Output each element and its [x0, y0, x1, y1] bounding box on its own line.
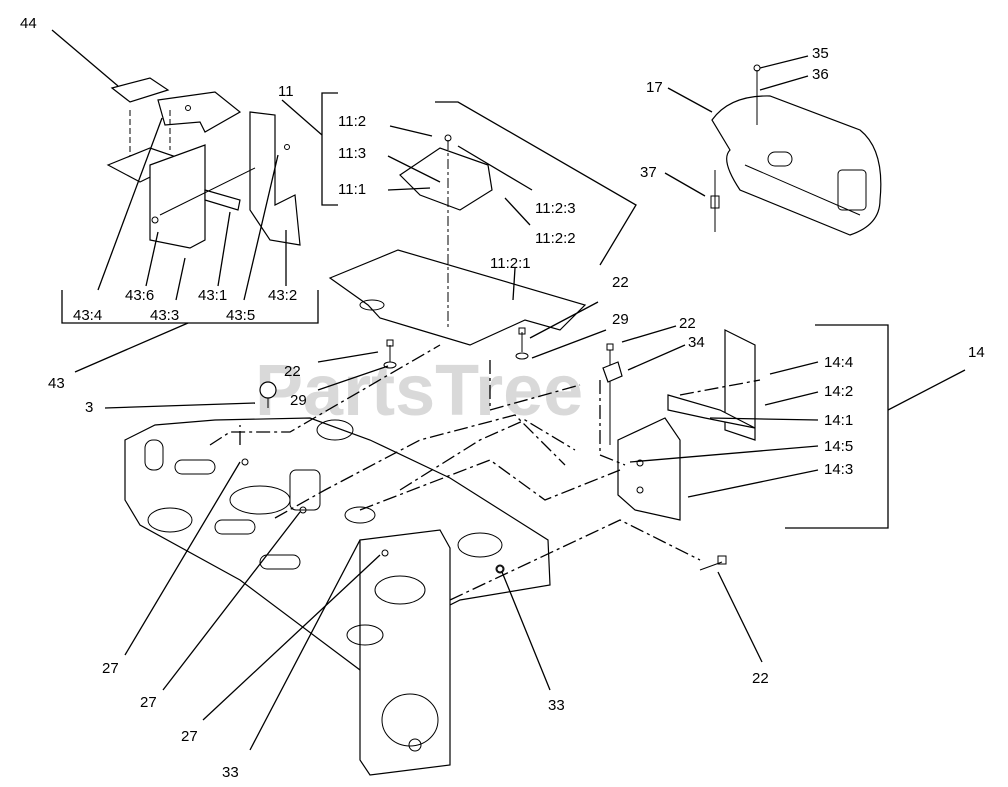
callout-29-a: 29	[290, 392, 307, 409]
part-44-plate	[110, 77, 170, 160]
callout-43: 43	[48, 375, 65, 392]
callout-14-1: 14:1	[824, 412, 853, 429]
callout-27-b: 27	[140, 694, 157, 711]
callout-43-4: 43:4	[73, 307, 102, 324]
callout-29-b: 29	[612, 311, 629, 328]
group-brackets	[61, 92, 889, 529]
callout-labels: 44 11 11:2 11:3 11:1 11:2:3 11:2:2 11:2:…	[20, 15, 985, 781]
callout-11-2: 11:2	[338, 113, 366, 130]
callout-11-2-2: 11:2:2	[535, 230, 576, 247]
part-11-plate-assembly	[328, 134, 587, 346]
callout-43-5: 43:5	[226, 307, 255, 324]
callout-36: 36	[812, 66, 829, 83]
callout-14-3: 14:3	[824, 461, 853, 478]
callout-22-b: 22	[612, 274, 629, 291]
assembly-lines	[209, 344, 761, 601]
callout-22-a: 22	[284, 363, 301, 380]
callout-14: 14	[968, 344, 985, 361]
callout-44: 44	[20, 15, 37, 32]
part-17-guard	[710, 64, 882, 236]
callout-33-a: 33	[222, 764, 239, 781]
callout-14-2: 14:2	[824, 383, 853, 400]
callout-11-2-3: 11:2:3	[535, 200, 576, 217]
callout-22-c: 22	[679, 315, 696, 332]
callout-27-a: 27	[102, 660, 119, 677]
callout-37: 37	[640, 164, 657, 181]
hardware-bolts	[259, 327, 727, 574]
callout-17: 17	[646, 79, 663, 96]
callout-14-4: 14:4	[824, 354, 853, 371]
callout-3: 3	[85, 399, 93, 416]
callout-14-5: 14:5	[824, 438, 853, 455]
main-frame	[124, 417, 551, 776]
callout-27-c: 27	[181, 728, 198, 745]
callout-43-3: 43:3	[150, 307, 179, 324]
callout-35: 35	[812, 45, 829, 62]
part-14-plates	[617, 329, 756, 521]
callout-11: 11	[278, 83, 294, 100]
callout-43-1: 43:1	[198, 287, 227, 304]
leader-lines	[51, 29, 966, 751]
callout-22-d: 22	[752, 670, 769, 687]
callout-34: 34	[688, 334, 705, 351]
callout-33-b: 33	[548, 697, 565, 714]
part-43-bracket-assembly	[106, 91, 301, 249]
callout-11-3: 11:3	[338, 145, 366, 162]
callout-43-2: 43:2	[268, 287, 297, 304]
callout-11-1: 11:1	[338, 181, 366, 198]
callout-11-2-1: 11:2:1	[490, 255, 531, 272]
callout-43-6: 43:6	[125, 287, 154, 304]
